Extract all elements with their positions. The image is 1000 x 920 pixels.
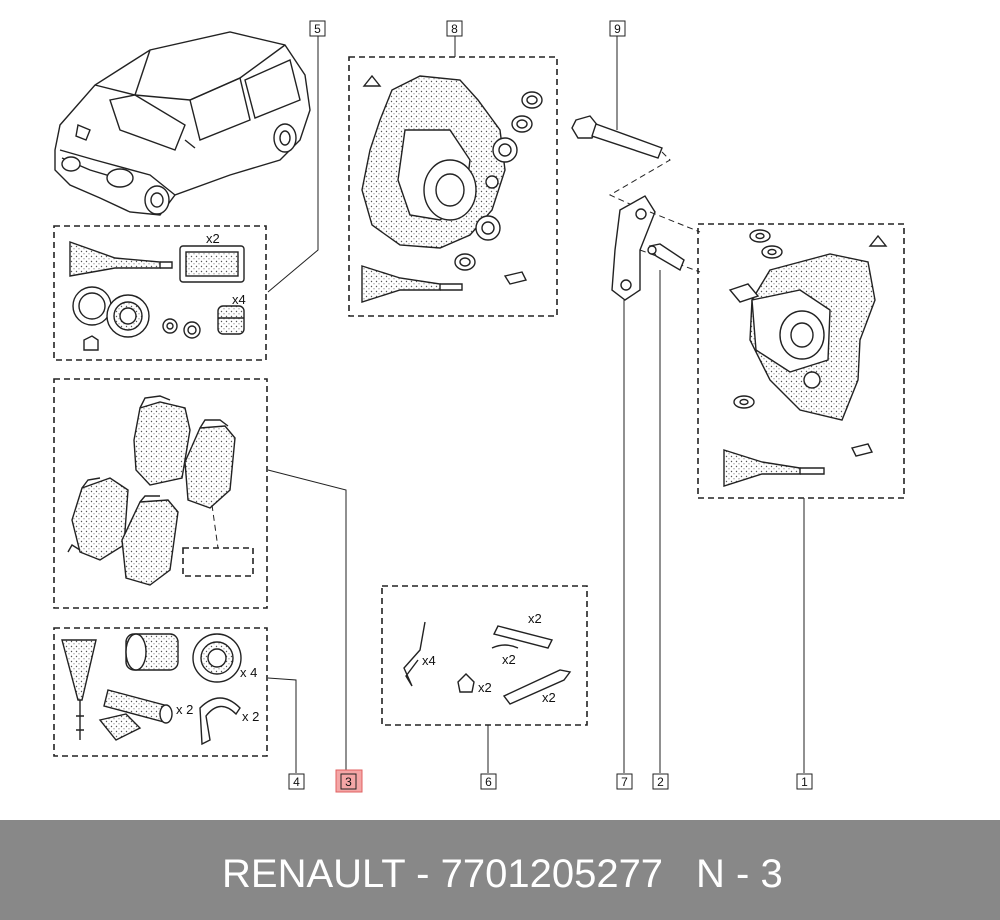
exploded-view-drawing: x2 x4 x 4 x 2 x 2 (53, 20, 905, 793)
part-number-text: RENAULT - 7701205277 (222, 852, 663, 897)
part-number: 7701205277 (440, 852, 664, 896)
qty-label-seal: x 4 (240, 665, 257, 680)
kit-8-caliper-assembly (348, 56, 558, 317)
callout-2[interactable]: 2 (652, 773, 669, 790)
part-number-banner: RENAULT - 7701205277 N - 3 (0, 820, 1000, 920)
callout-1-label: 1 (801, 775, 808, 789)
callout-8[interactable]: 8 (446, 20, 463, 37)
callout-8-label: 8 (451, 22, 458, 36)
callout-1[interactable]: 1 (796, 773, 813, 790)
leader-lines (267, 35, 805, 773)
guide-bolt-9 (571, 115, 671, 206)
callout-2-label: 2 (657, 775, 664, 789)
bracket-7 (611, 195, 701, 301)
callout-9[interactable]: 9 (609, 20, 626, 37)
reference-number: 3 (760, 852, 783, 896)
qty-label-pins: x4 (232, 292, 246, 307)
banner-separator: - (416, 852, 430, 896)
callout-3-label: 3 (345, 775, 352, 789)
qty-label-spring: x4 (422, 653, 436, 668)
callout-6-label: 6 (485, 775, 492, 789)
bleeder-screw-2 (647, 243, 685, 272)
callout-4[interactable]: 4 (288, 773, 305, 790)
reference-separator: - (736, 852, 750, 896)
brand-name: RENAULT (222, 852, 406, 896)
callout-5-label: 5 (314, 22, 321, 36)
callout-7-label: 7 (621, 775, 628, 789)
qty-label-clip-6: x2 (542, 690, 556, 705)
kit-6-hardware-kit: x4 x2 x2 x2 x2 (381, 585, 588, 726)
kit-5-seal-kit: x2 x4 (53, 225, 267, 361)
callout-5[interactable]: 5 (309, 20, 326, 37)
callout-4-label: 4 (293, 775, 300, 789)
qty-label-nut: x2 (478, 680, 492, 695)
qty-label-clip: x 2 (242, 709, 259, 724)
qty-label-boot: x2 (206, 231, 220, 246)
qty-label-plate: x2 (528, 611, 542, 626)
kit-3-brake-pads (53, 378, 268, 609)
callout-9-label: 9 (614, 22, 621, 36)
car-illustration (54, 31, 311, 216)
kit-4-repair-kit: x 4 x 2 x 2 (53, 627, 268, 757)
qty-label-bush: x 2 (176, 702, 193, 717)
reference-letter: N (696, 852, 725, 896)
callout-6[interactable]: 6 (480, 773, 497, 790)
qty-label-wire: x2 (502, 652, 516, 667)
kit-1-caliper-housing (697, 223, 905, 499)
callout-7[interactable]: 7 (616, 773, 633, 790)
callout-3-highlighted[interactable]: 3 (335, 769, 363, 793)
reference-code: N - 3 (696, 852, 783, 897)
